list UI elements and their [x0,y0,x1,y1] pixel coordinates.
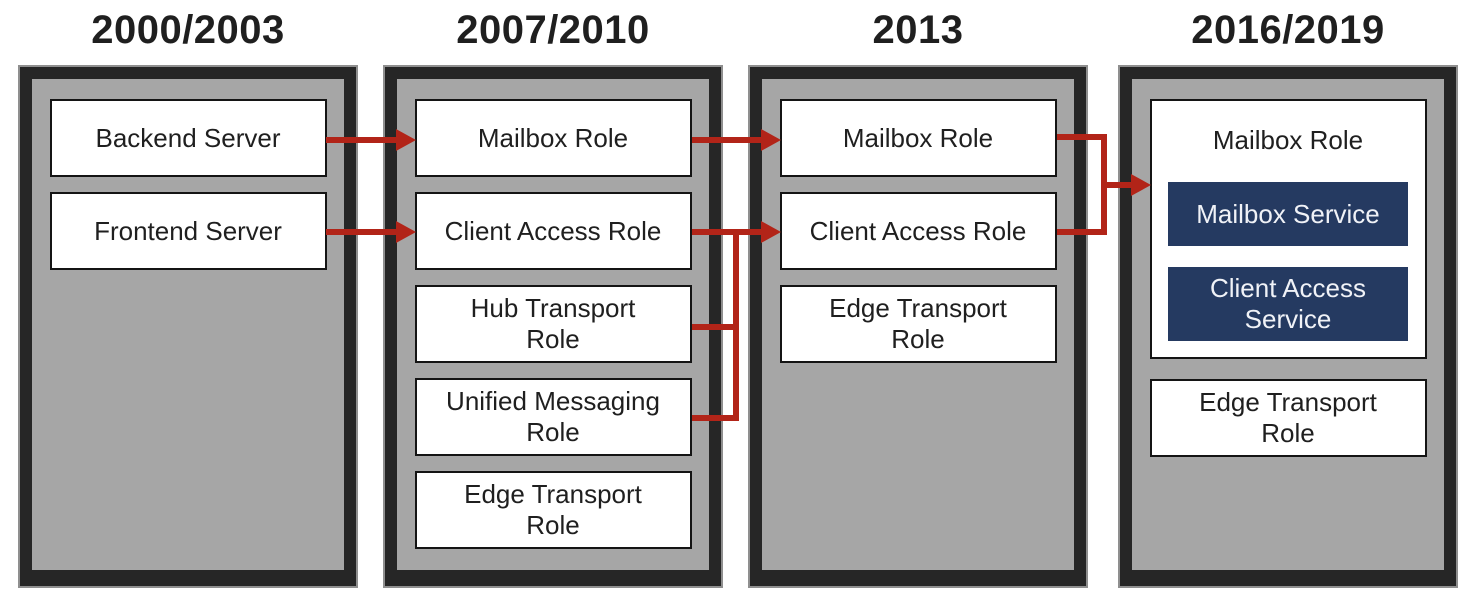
role-box-label: Mailbox Role [477,122,629,153]
role-box-edge-transport-role-2013: Edge Transport Role [779,285,1057,363]
service-box-label: Mailbox Service [1196,198,1380,229]
role-box-label: Edge Transport Role [464,479,642,540]
column-2016-2019: 2016/2019 Mailbox Role Mailbox Service C… [1118,0,1458,604]
role-box-client-access-role-2013: Client Access Role [779,192,1057,270]
role-box-label: Hub Transport Role [470,293,636,354]
role-box-label: Unified Messaging Role [446,386,660,447]
column-title-2007-2010: 2007/2010 [456,8,650,52]
role-box-label: Edge Transport Role [829,293,1007,354]
mailbox-role-container-label: Mailbox Role [1212,125,1364,155]
server-panel-2007-2010: Mailbox Role Client Access Role Hub Tran… [397,79,709,570]
role-box-label: Client Access Role [809,215,1027,246]
server-panel-2016-2019: Mailbox Role Mailbox Service Client Acce… [1132,79,1444,570]
column-2007-2010: 2007/2010 Mailbox Role Client Access Rol… [383,0,723,604]
server-panel-2013: Mailbox Role Client Access Role Edge Tra… [762,79,1074,570]
role-box-edge-transport-role-2007: Edge Transport Role [414,471,692,549]
service-box-mailbox-service: Mailbox Service [1168,182,1408,246]
role-box-unified-messaging-role: Unified Messaging Role [414,378,692,456]
column-title-2000-2003: 2000/2003 [91,8,285,52]
service-box-client-access-service: Client Access Service [1168,267,1408,341]
role-box-mailbox-role-2013: Mailbox Role [779,99,1057,177]
column-title-2013: 2013 [872,8,964,52]
role-box-edge-transport-role-2016: Edge Transport Role [1149,379,1427,457]
role-box-label: Backend Server [95,122,281,153]
role-box-label: Edge Transport Role [1199,387,1377,448]
role-box-client-access-role-2007: Client Access Role [414,192,692,270]
role-box-label: Frontend Server [94,215,282,246]
role-box-hub-transport-role: Hub Transport Role [414,285,692,363]
mailbox-role-container-2016: Mailbox Role Mailbox Service Client Acce… [1149,99,1427,359]
column-title-2016-2019: 2016/2019 [1191,8,1385,52]
column-2000-2003: 2000/2003 Backend Server Frontend Server [18,0,358,604]
server-panel-2000-2003: Backend Server Frontend Server [32,79,344,570]
server-frame-2016-2019: Mailbox Role Mailbox Service Client Acce… [1118,65,1458,588]
role-box-mailbox-role-2007: Mailbox Role [414,99,692,177]
server-frame-2013: Mailbox Role Client Access Role Edge Tra… [748,65,1088,588]
role-box-backend-server: Backend Server [49,99,327,177]
role-box-label: Mailbox Role [842,122,994,153]
server-frame-2000-2003: Backend Server Frontend Server [18,65,358,588]
column-2013: 2013 Mailbox Role Client Access Role Edg… [748,0,1088,604]
service-box-label: Client Access Service [1209,273,1367,334]
server-frame-2007-2010: Mailbox Role Client Access Role Hub Tran… [383,65,723,588]
role-box-frontend-server: Frontend Server [49,192,327,270]
role-box-label: Client Access Role [444,215,662,246]
